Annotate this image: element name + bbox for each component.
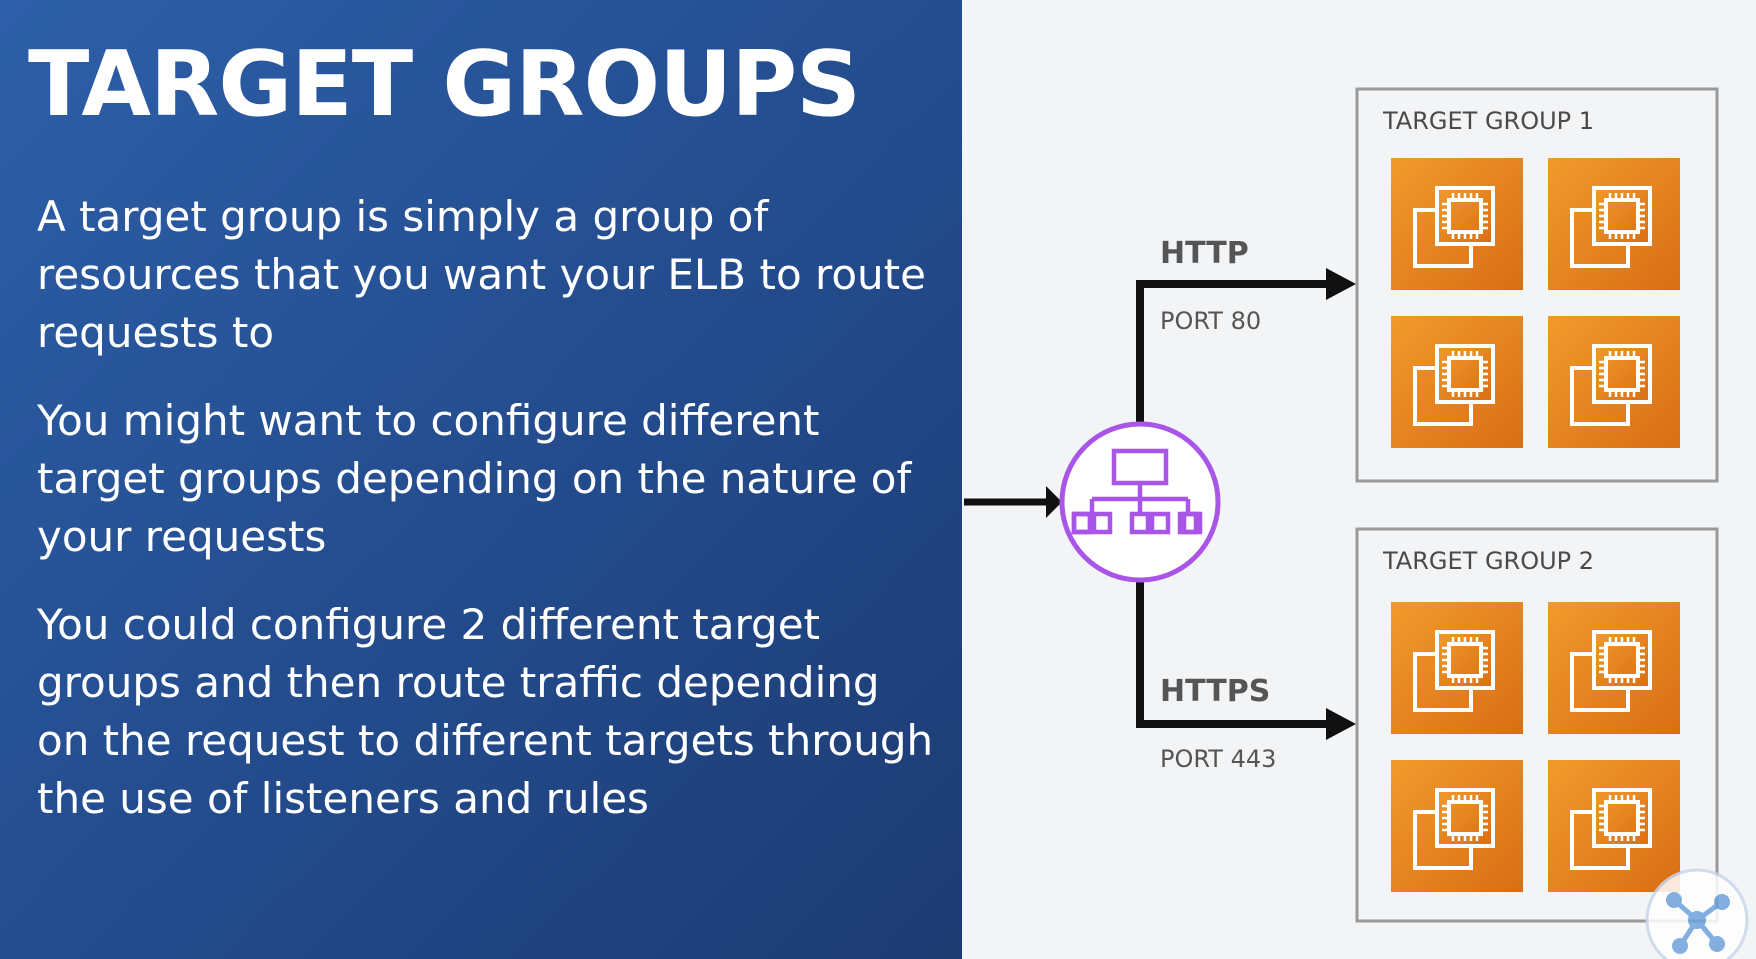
ec2-instance-icon — [1548, 602, 1680, 734]
load-balancer-icon — [1059, 421, 1221, 583]
target-group-1-label: TARGET GROUP 1 — [1382, 107, 1594, 135]
https-port-label: PORT 443 — [1160, 745, 1276, 773]
paragraph-target-group-definition: A target group is simply a group of reso… — [37, 192, 926, 357]
https-protocol-label: HTTPS — [1160, 674, 1270, 709]
http-protocol-label: HTTP — [1160, 236, 1249, 271]
incoming-arrow — [964, 486, 1062, 518]
text-panel: TARGET GROUPS A target group is simply a… — [0, 0, 962, 959]
http-connector — [1136, 268, 1356, 423]
https-connector — [1136, 582, 1356, 740]
target-group-1: TARGET GROUP 1 — [1355, 87, 1719, 483]
load-balancer-diagram: HTTP PORT 80 HTTPS PORT 443 TARGET GROUP… — [964, 87, 1749, 959]
ec2-instance-icon — [1548, 158, 1680, 290]
slide-title: TARGET GROUPS — [28, 32, 861, 137]
ec2-instance-icon — [1548, 760, 1680, 892]
target-group-2: TARGET GROUP 2 — [1355, 527, 1719, 923]
ec2-instance-icon — [1391, 316, 1523, 448]
ec2-instance-icon — [1391, 158, 1523, 290]
target-group-2-label: TARGET GROUP 2 — [1382, 547, 1594, 575]
ec2-instance-icon — [1548, 316, 1680, 448]
paragraph-route-traffic: You could configure 2 different target g… — [37, 600, 934, 823]
http-port-label: PORT 80 — [1160, 307, 1261, 335]
paragraph-configure-groups: You might want to configure different ta… — [37, 396, 912, 561]
ec2-instance-icon — [1391, 602, 1523, 734]
brand-logo-icon — [1645, 868, 1749, 959]
ec2-instance-icon — [1391, 760, 1523, 892]
